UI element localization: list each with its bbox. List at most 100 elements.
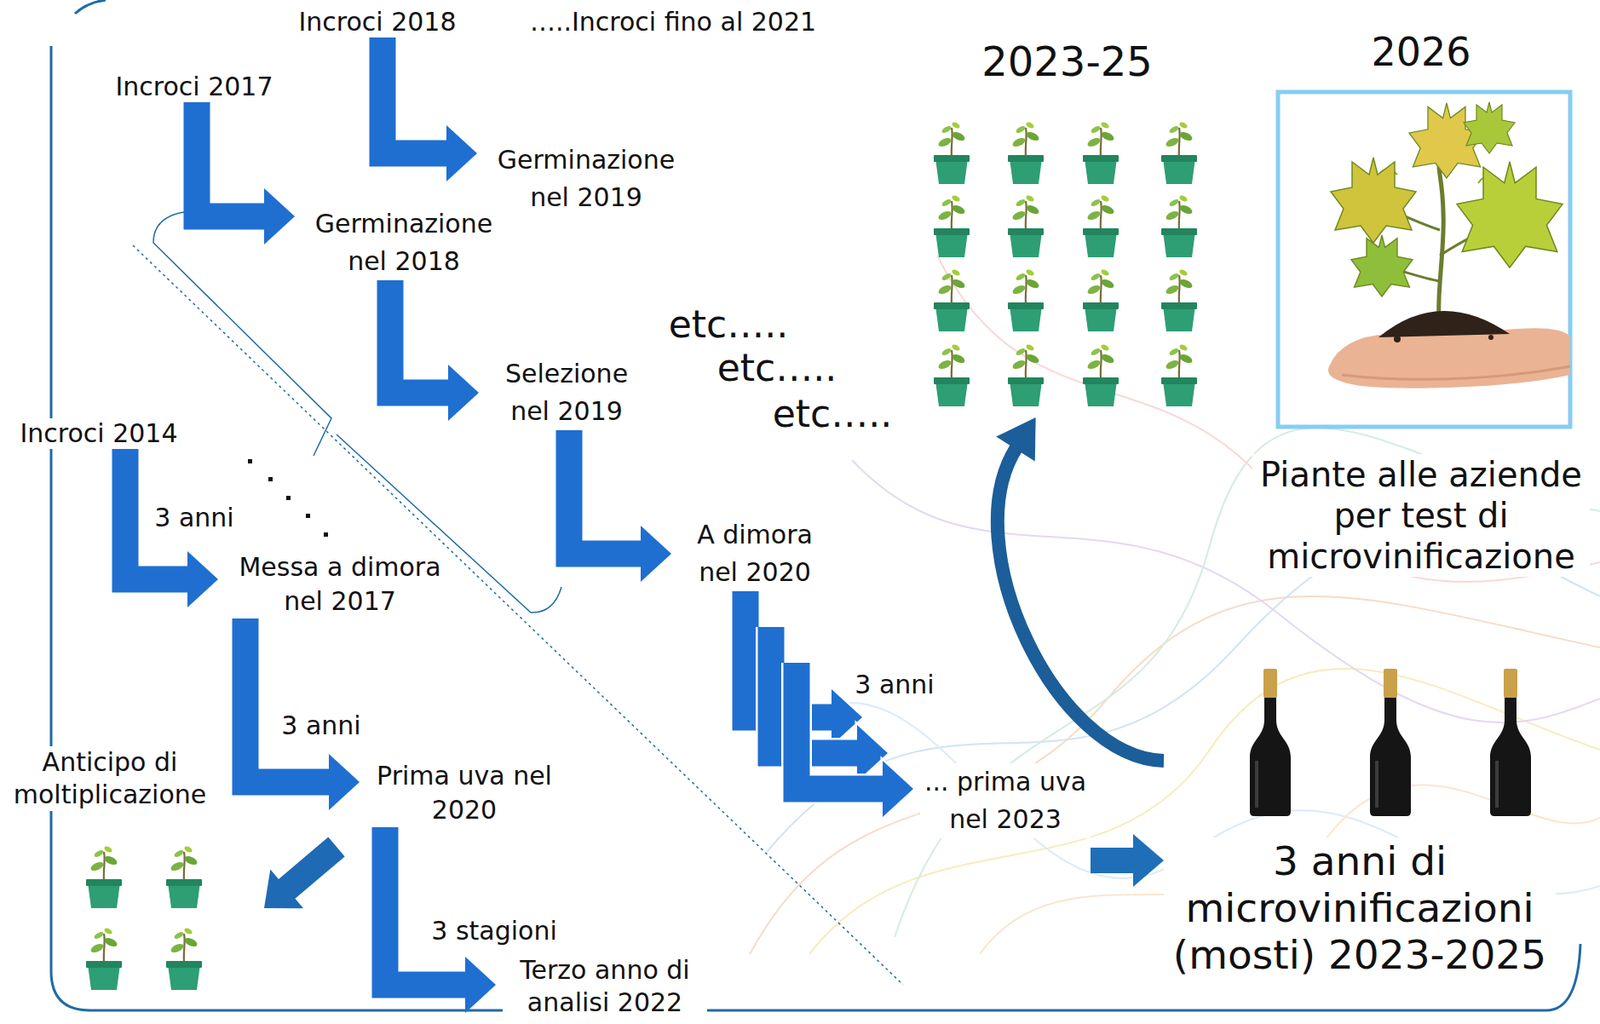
- seedling-pot-icon: [933, 343, 970, 407]
- stage-label: A dimora nel 2020: [678, 516, 832, 592]
- stage-label: Prima uva nel 2020: [366, 759, 563, 828]
- stage-node: ... prima uva nel 2023: [920, 763, 1091, 876]
- stage-node: Germinazione nel 2019: [483, 141, 689, 217]
- seedling-pot-icon: [1161, 268, 1198, 332]
- seedling-pot-icon: [166, 926, 202, 990]
- connector: [745, 591, 914, 818]
- seedling-pot-icon: [1082, 120, 1119, 185]
- vine-leaf: [1463, 102, 1515, 154]
- seedling-pot-icon: [1161, 120, 1198, 185]
- note-label: etc…..: [666, 301, 792, 347]
- swirl-line: [766, 531, 1600, 852]
- stage-node: Terzo anno di analisi 2022: [502, 954, 708, 1019]
- illustrated-node: 2023-25: [924, 34, 1210, 418]
- arrow-head: [640, 525, 672, 582]
- stage-label: Incroci 2017: [96, 71, 293, 103]
- arrow-head: [187, 551, 219, 608]
- stage-label: Incroci 2018: [279, 6, 476, 38]
- stage-label: Messa a dimora nel 2017: [224, 550, 455, 619]
- seedling-pot-icon: [1082, 343, 1119, 407]
- block-arrow-shaft: [382, 37, 448, 154]
- note-label: etc…..: [714, 345, 841, 391]
- seedling-pot-icon: [933, 268, 970, 332]
- stage-node: Messa a dimora nel 2017: [224, 550, 455, 619]
- arrow-head: [882, 760, 914, 818]
- wine-bottle: [1490, 668, 1531, 817]
- node-heading: 3 anni di microvinificazioni (mosti) 202…: [1163, 837, 1556, 979]
- seedling-pot-icon: [1007, 194, 1044, 258]
- arrow-head: [328, 753, 360, 811]
- seedling-pot-icon: [1161, 194, 1198, 258]
- seedling-pot-icon: [1082, 268, 1119, 332]
- dot: [305, 513, 311, 518]
- hand: [1328, 328, 1571, 388]
- connector: [1090, 834, 1164, 887]
- seedling-pot-icon: [1161, 343, 1198, 407]
- stage-node: A dimora nel 2020: [678, 516, 832, 592]
- arrow-head: [448, 364, 479, 421]
- block-arrow-shaft: [196, 102, 265, 217]
- connector: [382, 37, 478, 182]
- arrow-head: [1133, 834, 1164, 887]
- edge-label: 3 anni: [278, 710, 363, 742]
- label-anchor: 3 anni: [278, 710, 363, 742]
- illustrated-node: 2026Piante alle aziende per test di micr…: [1252, 23, 1590, 582]
- stage-node: Prima uva nel 2020: [366, 759, 563, 828]
- wine-bottle: [1249, 668, 1291, 817]
- seedling-pot-icon: [1007, 268, 1044, 332]
- label-anchor: 3 stagioni: [428, 915, 559, 947]
- dot: [323, 532, 329, 537]
- block-arrow-shaft: [245, 618, 330, 783]
- edge-label: 3 stagioni: [428, 915, 559, 947]
- seedling-pot-icon: [1082, 194, 1119, 258]
- block-arrow-shaft: [569, 430, 642, 554]
- edge-label: 3 anni: [151, 502, 236, 534]
- stage-node: Germinazione nel 2018: [301, 205, 507, 281]
- label-anchor: …..Incroci fino al 2021: [527, 6, 819, 38]
- stage-node: Anticipo di moltiplicazione: [7, 746, 213, 812]
- node-heading: 2026: [1252, 28, 1590, 76]
- arrow-head: [446, 125, 478, 182]
- seedling-pot-icon: [166, 845, 202, 909]
- photo-frame: [1277, 92, 1571, 427]
- stage-label: Germinazione nel 2018: [301, 205, 507, 281]
- multiplication-arrow: [264, 837, 346, 910]
- seedling-pot-icon: [1007, 120, 1044, 185]
- ellipsis-dots: [247, 459, 329, 537]
- block-arrow-shaft: [1090, 847, 1134, 874]
- stage-label: Incroci 2014: [13, 418, 185, 449]
- seedling-pot-icon: [933, 120, 970, 185]
- curved-arrow-shaft: [997, 447, 1164, 761]
- stage-node: Incroci 2014: [13, 418, 185, 449]
- illustrated-node: 3 anni di microvinificazioni (mosti) 202…: [1163, 660, 1556, 984]
- seedling-grid: [933, 120, 1198, 407]
- connector: [196, 102, 295, 245]
- label-anchor: 3 anni: [851, 669, 937, 701]
- hand-crease: [1341, 366, 1571, 380]
- stage-label: Selezione nel 2019: [485, 355, 648, 431]
- label-anchor: etc…..: [770, 391, 896, 437]
- note-label: …..Incroci fino al 2021: [527, 6, 819, 38]
- dotted-divider: [132, 245, 904, 985]
- edge-label: 3 anni: [851, 669, 937, 701]
- label-anchor: etc…..: [714, 345, 841, 391]
- stage-node: Incroci 2018: [279, 6, 476, 38]
- soil: [1378, 310, 1510, 338]
- arrow-head: [882, 760, 914, 818]
- stage-label: ... prima uva nel 2023: [920, 763, 1091, 839]
- label-anchor: 3 anni: [151, 502, 236, 534]
- node-heading: 2023-25: [924, 36, 1210, 87]
- connector: [390, 280, 479, 421]
- seedling-small-group: [86, 845, 202, 990]
- dot: [286, 495, 291, 501]
- vine-leaf: [1351, 235, 1413, 297]
- stage-node: Incroci 2017: [96, 71, 293, 103]
- label-anchor: etc…..: [666, 301, 792, 347]
- wine-bottles: [1249, 668, 1531, 817]
- seedling-pot-icon: [86, 926, 122, 990]
- vine-leaf: [1456, 161, 1563, 268]
- seedling-pot-icon: [1007, 343, 1044, 407]
- block-arrow-shaft: [385, 827, 467, 985]
- hand-plant-photo: [1277, 92, 1571, 427]
